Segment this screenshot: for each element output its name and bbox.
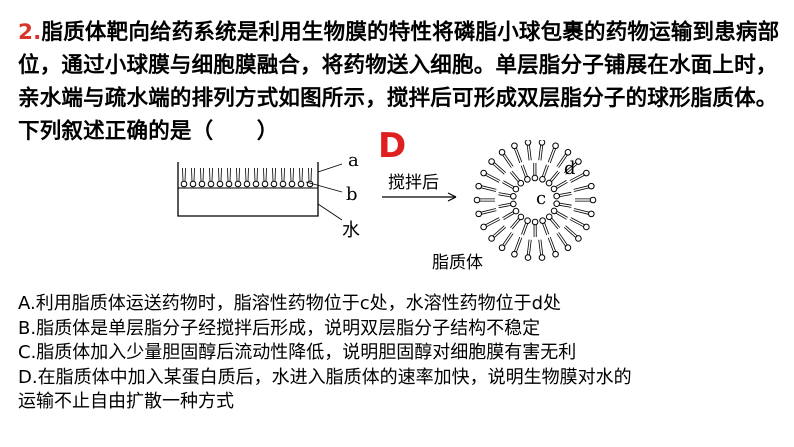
pointer-b xyxy=(305,181,343,193)
lipid-molecule xyxy=(189,167,197,188)
lipid-molecule xyxy=(243,167,251,188)
monolayer xyxy=(180,167,314,188)
liposome-lipid xyxy=(520,164,531,183)
lipid-molecule xyxy=(225,167,233,188)
pointer-a xyxy=(317,163,343,173)
lipid-molecule xyxy=(261,167,269,188)
option-c[interactable]: C.脂质体加入少量胆固醇后流动性降低，说明胆固醇对细胞膜有害无利 xyxy=(18,342,577,363)
liposome-lipid xyxy=(488,158,507,175)
liposome-lipid xyxy=(524,140,532,161)
liposome-lipid xyxy=(575,196,597,204)
liposome-lipid xyxy=(563,225,582,242)
liposome-lipid xyxy=(538,239,546,261)
liposome-lipid xyxy=(509,170,525,187)
lipid-molecule xyxy=(288,167,296,188)
liposome-lipid xyxy=(539,217,550,236)
liposome-drawing xyxy=(473,140,597,261)
arrow-label: 搅拌后 xyxy=(388,173,439,193)
liposome-lipid xyxy=(556,148,572,168)
liposome-lipid xyxy=(547,236,559,258)
liposome-lipid xyxy=(539,164,549,183)
lipid-molecule xyxy=(270,167,278,188)
liposome-lipid xyxy=(531,162,539,182)
stir-arrowhead xyxy=(447,192,457,202)
options-list: A.利用脂质体运送药物时，脂溶性药物位于c处，水溶性药物位于d处 B.脂质体是单… xyxy=(18,292,788,415)
liposome-lipid xyxy=(475,208,497,218)
label-c: c xyxy=(536,188,547,209)
figure-drawing xyxy=(177,140,597,261)
option-d: D.在脂质体中加入某蛋白质后，水进入脂质体的速率加快，说明生物膜对水的运输不止自… xyxy=(18,367,632,413)
liposome-lipid xyxy=(538,140,546,161)
liposome-lipid xyxy=(510,213,525,230)
option-d-line1[interactable]: D.在脂质体中加入某蛋白质后，水进入脂质体的速率加快，说明生物膜对水的运输不止自… xyxy=(18,366,788,415)
question-stem: 脂质体靶向给药系统是利用生物膜的特性将磷脂小球包裹的药物运输到患病部位，通过小球… xyxy=(18,20,780,144)
liposome-lipid xyxy=(473,196,495,204)
lipid-molecule xyxy=(198,167,206,188)
lipid-molecule xyxy=(234,167,242,188)
liposome-lipid xyxy=(480,169,501,183)
liposome-lipid xyxy=(569,169,590,183)
lipid-molecule xyxy=(297,167,305,188)
liposome-lipid xyxy=(573,208,595,218)
label-water: 水 xyxy=(342,220,360,241)
liposome-lipid xyxy=(480,217,501,231)
liposome-lipid xyxy=(498,192,517,200)
liposome-lipid xyxy=(547,142,559,164)
label-d: d xyxy=(564,158,576,179)
option-d-part1: D.在脂质体中加入某蛋白质后，水进入脂质体的速率加快，说明生物膜对水的 xyxy=(18,366,632,388)
liposome-label: 脂质体 xyxy=(432,253,483,273)
answer-mark: D xyxy=(378,126,407,166)
liposome-lipid xyxy=(573,182,595,192)
option-b[interactable]: B.脂质体是单层脂分子经搅拌后形成，说明双层脂分子结构不稳定 xyxy=(18,317,541,339)
liposome-lipid xyxy=(524,239,532,261)
liposome-lipid xyxy=(569,217,590,231)
liposome-lipid xyxy=(563,158,582,175)
liposome-lipid xyxy=(531,218,539,238)
lipid-molecule xyxy=(216,167,224,188)
liposome-lipid xyxy=(498,200,517,209)
lipid-molecule xyxy=(279,167,287,188)
liposome-lipid xyxy=(556,232,572,252)
liposome-lipid xyxy=(498,148,514,168)
liposome-lipid xyxy=(475,182,497,192)
liposome-lipid xyxy=(550,180,568,193)
liposome-lipid xyxy=(502,180,520,193)
liposome-lipid xyxy=(521,217,531,236)
liposome-lipid xyxy=(511,236,523,258)
liposome-lipid xyxy=(498,232,514,252)
lipid-molecule xyxy=(207,167,215,188)
lipid-molecule xyxy=(252,167,260,188)
liposome-lipid xyxy=(553,200,572,208)
liposome-lipid xyxy=(553,191,572,200)
option-a[interactable]: A.利用脂质体运送药物时，脂溶性药物位于c处，水溶性药物位于d处 xyxy=(18,293,562,314)
liposome-lipid xyxy=(550,207,568,220)
label-a: a xyxy=(348,150,359,171)
liposome-lipid xyxy=(502,207,520,220)
lipid-molecule xyxy=(180,167,188,188)
beaker-outline xyxy=(177,162,319,217)
pointer-water xyxy=(317,203,343,221)
liposome-lipid xyxy=(545,213,561,230)
liposome-lipid xyxy=(511,142,523,164)
question-number: 2. xyxy=(18,20,42,45)
liposome-figure: a b 水 搅拌后 c d 脂质体 xyxy=(170,140,640,280)
option-d-part2: 运输不止自由扩散一种方式 xyxy=(18,391,234,412)
question-text: 2.脂质体靶向给药系统是利用生物膜的特性将磷脂小球包裹的药物运输到患病部位，通过… xyxy=(18,16,786,148)
liposome-lipid xyxy=(545,170,560,187)
label-b: b xyxy=(346,184,358,205)
liposome-lipid xyxy=(488,225,507,242)
